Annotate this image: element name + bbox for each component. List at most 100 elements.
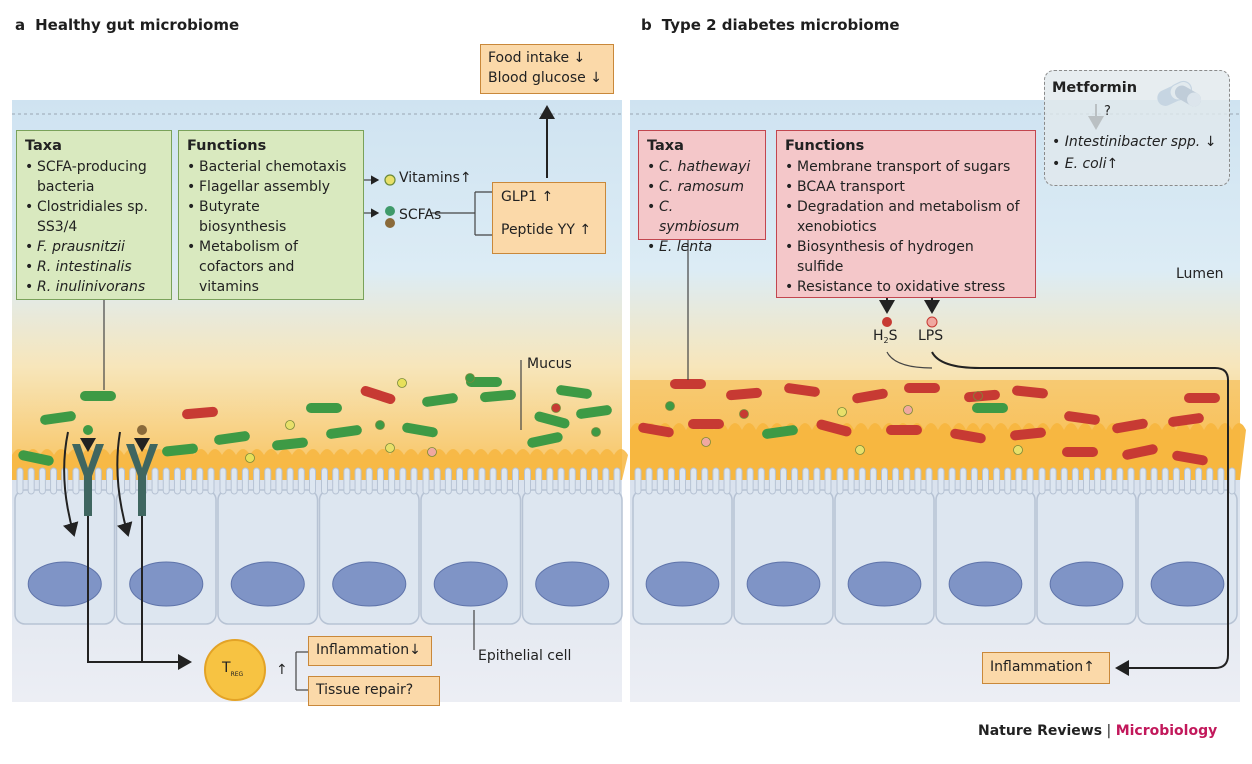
bacterium [638,422,674,438]
molecule [285,420,295,430]
epithelial-cell [834,467,935,625]
bacterium [80,391,116,401]
panel-a-functions-heading: Functions [187,138,267,154]
bacterium [480,389,516,403]
bacterium [466,377,502,387]
h2s-label: H2S [873,328,898,345]
metformin-title: Metformin [1052,80,1138,96]
bacterium [1112,418,1148,434]
treg-main: T [222,660,231,676]
epithelial-cell-label: Epithelial cell [478,648,572,664]
blood-glucose-label: Blood glucose ↓ [488,70,602,86]
panel-a-letter: a [15,16,26,34]
bacterium [360,385,396,405]
bacterium [214,431,250,445]
bacterium [326,425,362,439]
function-item: Metabolism of cofactors and vitamins [187,237,339,297]
inflammation-down-box: Inflammation↓ [308,636,432,666]
molecule [739,409,749,419]
panel-b-letter: b [641,16,652,34]
molecule [397,378,407,388]
bacterium [306,403,342,413]
epithelial-cell [318,467,420,625]
lps-label: LPS [918,328,944,344]
molecule [701,437,711,447]
molecule [375,420,385,430]
molecule [551,403,561,413]
taxa-item: F. prausnitzii [25,237,163,257]
food-intake-box: Food intake ↓ Blood glucose ↓ [480,44,614,94]
h2s-s: S [888,328,898,344]
epithelial-cell [217,467,319,625]
taxa-item: SCFA-producing bacteria [25,157,157,197]
epithelial-cell [115,467,217,625]
function-item: Resistance to oxidative stress [785,277,1027,297]
h2s-h: H [873,328,884,344]
taxa-item: E. lenta [647,237,757,257]
h2s-subscript: 2 [883,336,889,345]
inflammation-up-label: Inflammation↑ [990,659,1095,675]
panel-b-title-text: Type 2 diabetes microbiome [661,16,900,34]
journal-name: Nature Reviews [978,723,1103,739]
metformin-box [1044,70,1230,186]
molecule [973,391,983,401]
bacterium [402,422,438,438]
panel-a-taxa-heading: Taxa [25,138,62,154]
molecule [837,407,847,417]
bacterium [527,432,563,448]
function-item: Butyrate biosynthesis [187,197,309,237]
bacterium [556,385,592,399]
bacterium [1168,413,1204,427]
bacterium [1172,450,1208,466]
mucus-label: Mucus [527,356,572,372]
taxa-item: R. intestinalis [25,257,163,277]
bacterium [162,443,198,457]
function-item: Biosynthesis of hydrogen sulfide [785,237,997,277]
epithelial-cell [420,467,522,625]
bacterium [972,403,1008,413]
taxa-item: C. symbiosum [647,197,757,237]
epithelial-cell [935,467,1036,625]
function-item: Bacterial chemotaxis [187,157,355,177]
bacterium [1012,385,1048,399]
bacterium [950,428,986,444]
treg-arrow: ↑ [276,662,288,678]
inflammation-down-label: Inflammation↓ [316,642,421,658]
peptide-yy-label: Peptide YY ↑ [501,222,592,238]
bacterium [816,419,852,437]
metformin-question: ? [1104,104,1111,119]
vitamins-label: Vitamins↑ [399,170,472,186]
molecule [903,405,913,415]
molecule [427,447,437,457]
bacterium [576,405,612,419]
panel-b-taxa-box: Taxa C. hathewayi C. ramosum C. symbiosu… [638,130,766,257]
bacterium [1064,411,1100,425]
molecule [245,453,255,463]
taxa-item: C. hathewayi [647,157,757,177]
bacterium [1184,393,1220,403]
function-item: BCAA transport [785,177,1027,197]
bacterium [422,393,458,407]
bacterium [1062,447,1098,457]
bacterium [670,379,706,389]
epithelial-cell [632,467,733,625]
metformin-item: • Intestinibacter spp. ↓ [1052,134,1217,150]
glp1-label: GLP1 ↑ [501,189,554,205]
bacterium [534,411,570,429]
hormone-box: GLP1 ↑ Peptide YY ↑ [492,182,606,254]
bacterium [272,437,308,451]
inflammation-up-box: Inflammation↑ [982,652,1110,684]
epithelial-cell [521,467,623,625]
journal-credit: Nature Reviews | Microbiology [978,723,1217,739]
metformin-item: • E. coli↑ [1052,156,1119,172]
epithelial-cell [1036,467,1137,625]
tissue-repair-label: Tissue repair? [316,682,414,698]
molecule [665,401,675,411]
bacterium [40,411,76,425]
taxa-item: C. ramosum [647,177,757,197]
taxa-item: R. inulinivorans [25,277,163,297]
bacterium [904,383,940,393]
function-item: Membrane transport of sugars [785,157,1027,177]
bacterium [1122,444,1158,460]
